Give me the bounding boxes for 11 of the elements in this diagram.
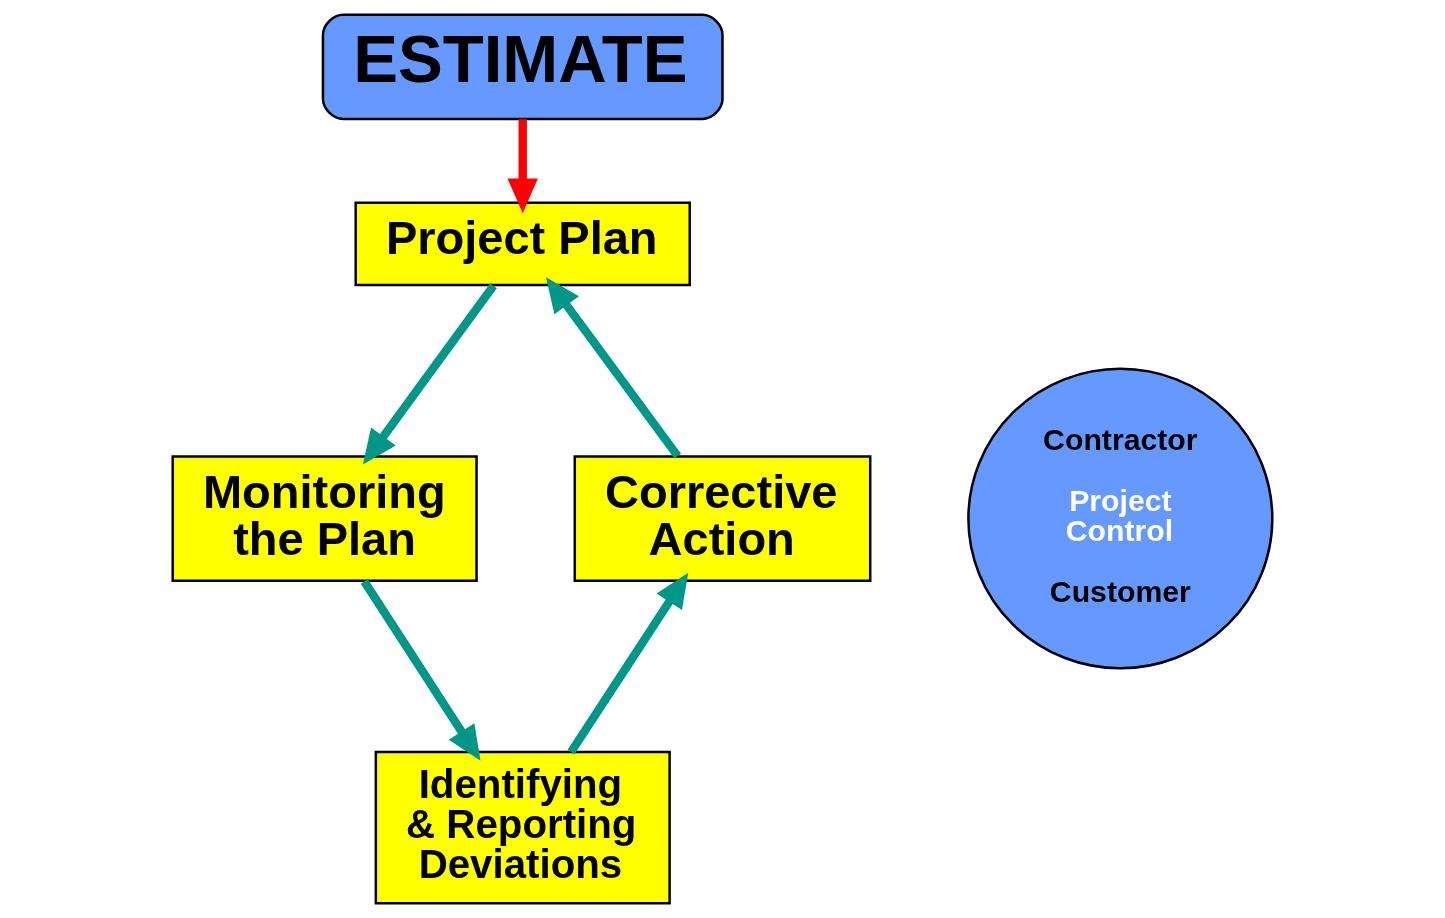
node-box: Corrective Action <box>573 455 872 582</box>
node-box: ESTIMATE <box>321 13 724 121</box>
arrow <box>360 579 481 761</box>
node-box: Identifying & Reporting Deviations <box>374 750 671 905</box>
node-circle: Contractor Project Control Customer <box>967 367 1274 670</box>
node-box: Monitoring the Plan <box>171 455 478 582</box>
node-box: Project Plan <box>354 201 691 287</box>
arrow <box>507 119 538 214</box>
arrow <box>546 277 682 459</box>
arrow <box>567 572 689 755</box>
arrow <box>362 283 497 465</box>
